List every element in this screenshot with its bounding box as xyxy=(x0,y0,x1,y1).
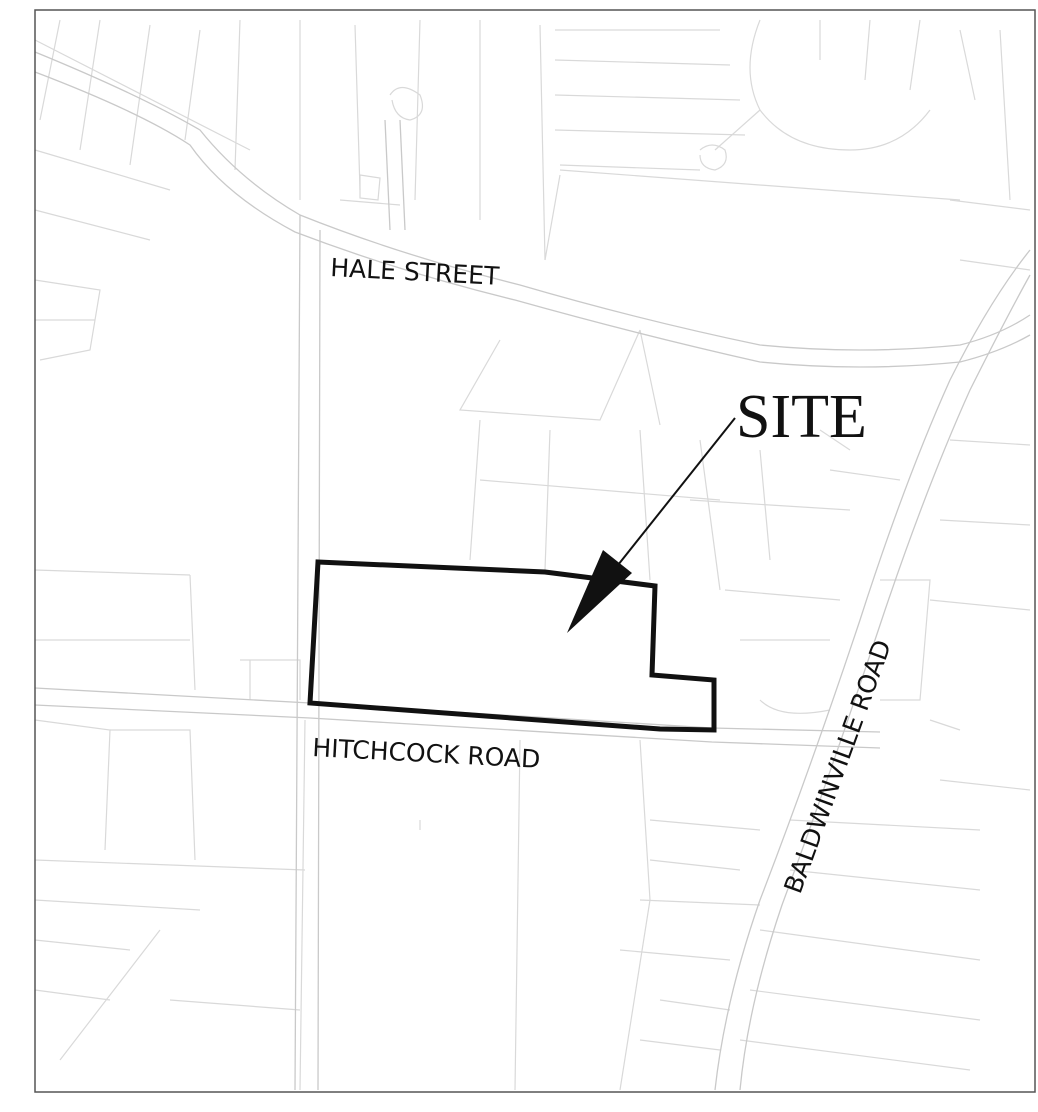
site-boundary xyxy=(307,559,717,733)
site-label: SITE xyxy=(736,383,867,451)
hale-street-label: HALE STREET xyxy=(330,253,501,291)
baldwinville-road-label: BALDWINVILLE ROAD xyxy=(778,636,897,897)
site-leader-line xyxy=(617,417,736,566)
hitchcock-road-label: HITCHCOCK ROAD xyxy=(312,733,541,774)
map-frame xyxy=(34,9,1036,1093)
parcel-lines xyxy=(34,19,1031,1091)
site-arrow xyxy=(567,417,736,633)
site-arrowhead-icon xyxy=(567,550,632,633)
